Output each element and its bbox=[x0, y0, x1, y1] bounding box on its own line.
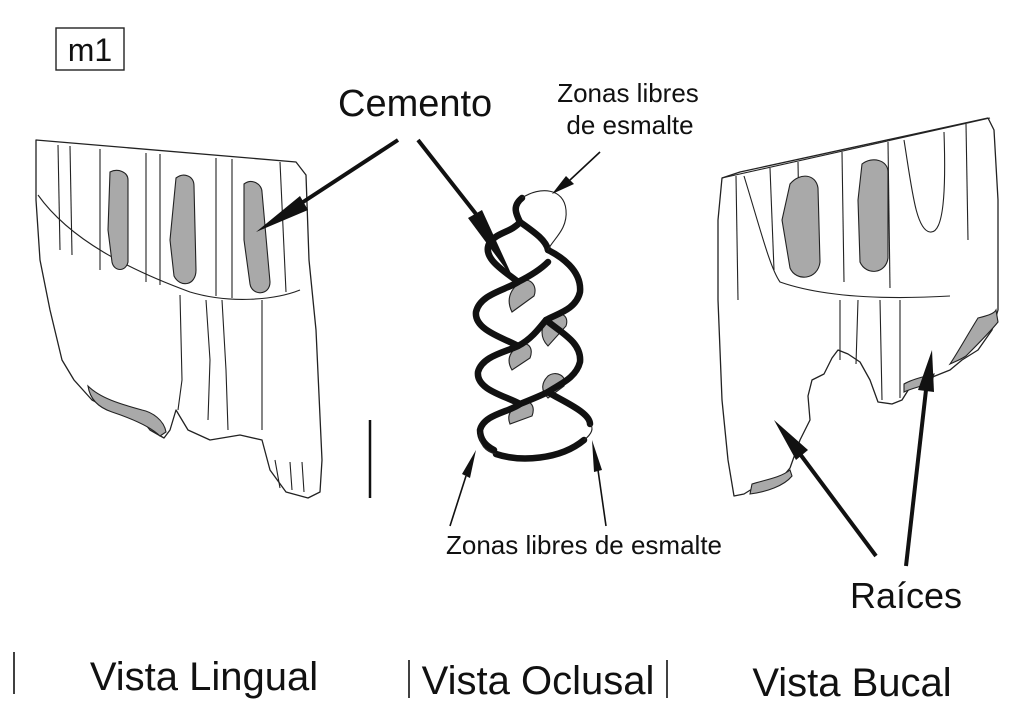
lingual-view-drawing bbox=[36, 140, 322, 498]
zonas-arrow-bottom-right bbox=[592, 440, 606, 526]
caption-vista-bucal: Vista Bucal bbox=[752, 661, 951, 702]
tooth-label: m1 bbox=[68, 32, 112, 68]
occlusal-view-drawing bbox=[476, 191, 592, 459]
label-cemento: Cemento bbox=[338, 83, 492, 125]
label-raices: Raíces bbox=[850, 575, 962, 616]
caption-vista-oclusal: Vista Oclusal bbox=[422, 659, 655, 702]
buccal-view-drawing bbox=[718, 118, 998, 496]
buccal-cement-2 bbox=[858, 160, 888, 272]
label-zonas-top-line2: de esmalte bbox=[566, 110, 693, 140]
label-zonas-top-line1: Zonas libres bbox=[557, 78, 699, 108]
caption-vista-lingual: Vista Lingual bbox=[90, 655, 318, 699]
cemento-arrow-occlusal bbox=[418, 140, 514, 280]
raices-arrow-left bbox=[774, 420, 876, 556]
label-zonas-bottom: Zonas libres de esmalte bbox=[446, 530, 722, 560]
zonas-arrow-bottom-left bbox=[450, 450, 476, 526]
lingual-cement-1 bbox=[108, 170, 128, 269]
zonas-arrow-top bbox=[552, 152, 600, 194]
